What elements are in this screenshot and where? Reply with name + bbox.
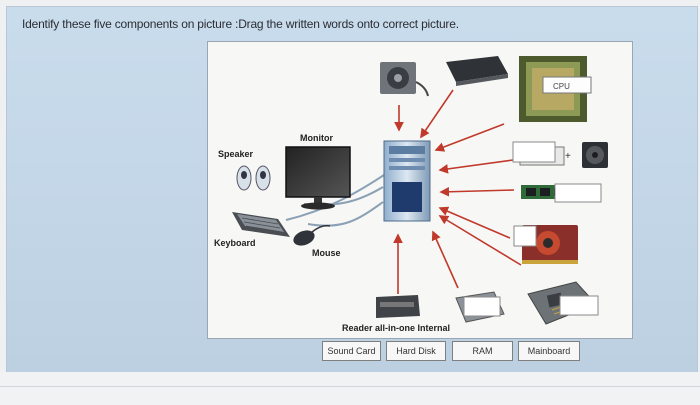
power-supply-icon [380,62,429,97]
card-reader-icon [376,295,420,318]
drop-target-ram[interactable] [554,183,602,203]
word-ram[interactable]: RAM [452,341,513,361]
mouse-icon [293,224,331,246]
label-speaker: Speaker [218,149,254,159]
cpu-fan-icon [582,142,608,168]
speakers-icon [236,165,271,191]
graphics-card-icon [522,225,578,264]
divider [0,386,700,387]
label-monitor: Monitor [300,133,333,143]
pointer-arrows [393,89,522,294]
label-mouse: Mouse [312,248,341,258]
svg-text:+: + [565,151,571,162]
components-diagram: CPU [232,56,608,325]
word-hard-disk[interactable]: Hard Disk [386,341,446,361]
bottom-bar [0,372,700,405]
label-keyboard: Keyboard [214,238,256,248]
monitor-icon [285,146,351,210]
components-picture: CPU [207,41,633,339]
computer-tower-icon [383,140,431,222]
drop-target-hard-disk[interactable] [463,296,501,317]
cpu-chip-icon: CPU [519,56,592,122]
drop-target-cpu[interactable] [512,141,556,163]
instructions-text: Identify these five components on pictur… [22,17,459,31]
drop-target-graphics-card[interactable] [513,225,537,247]
drop-target-mainboard[interactable] [559,295,599,316]
optical-drive-icon [446,56,508,86]
keyboard-icon [232,212,290,237]
cpu-label: CPU [553,82,570,91]
label-reader: Reader all-in-one Internal [342,323,451,333]
word-mainboard[interactable]: Mainboard [518,341,580,361]
word-sound-card[interactable]: Sound Card [322,341,381,361]
